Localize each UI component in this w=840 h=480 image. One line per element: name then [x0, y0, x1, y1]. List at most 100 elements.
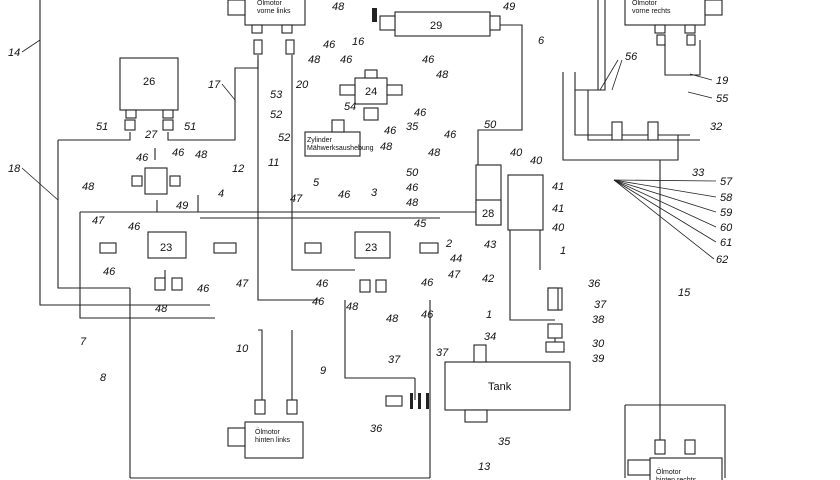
- callout-48-mid: 48: [380, 141, 393, 153]
- callout-12: 12: [232, 163, 244, 175]
- tank-label: Tank: [488, 381, 512, 393]
- callout-48-top-c: 48: [436, 69, 449, 81]
- callout-35: 35: [406, 121, 419, 133]
- callout-46-i: 46: [421, 309, 434, 321]
- callout-46-f: 46: [316, 278, 329, 290]
- callout-48-e: 48: [386, 313, 399, 325]
- callout-40-b: 40: [530, 155, 543, 167]
- callout-7: 7: [80, 336, 87, 348]
- valve-block-mid: 23: [304, 231, 439, 293]
- callout-46-e: 46: [197, 283, 210, 295]
- callout-27: 27: [144, 129, 158, 141]
- callout-57: 57: [720, 176, 733, 188]
- callout-39: 39: [592, 353, 604, 365]
- callout-46-g: 46: [312, 296, 325, 308]
- callout-41-b: 41: [552, 203, 564, 215]
- callout-48-d: 48: [346, 301, 359, 313]
- callout-37-a: 37: [594, 299, 607, 311]
- unit-26: 26: [119, 57, 179, 131]
- callout-60: 60: [720, 222, 733, 234]
- callout-1-a: 1: [560, 245, 566, 257]
- callout-numbers: 14 18 17 51 51 27 48 46 46 48 49 4 12 11…: [8, 1, 733, 473]
- callout-4: 4: [218, 188, 224, 200]
- callout-19: 19: [716, 75, 728, 87]
- callout-46-v: 46: [338, 189, 351, 201]
- callout-13: 13: [478, 461, 491, 473]
- callout-51-left: 51: [96, 121, 108, 133]
- callout-48-b: 48: [195, 149, 208, 161]
- callout-47-d: 47: [448, 269, 461, 281]
- callout-46-b: 46: [172, 147, 185, 159]
- callout-46-r: 46: [444, 129, 457, 141]
- callout-20: 20: [295, 79, 309, 91]
- callout-34: 34: [484, 331, 496, 343]
- callout-6: 6: [538, 35, 545, 47]
- callout-62: 62: [716, 254, 728, 266]
- valve-left-label: 23: [160, 242, 172, 254]
- callout-30: 30: [592, 338, 605, 350]
- callout-50-a: 50: [484, 119, 497, 131]
- callout-58: 58: [720, 192, 733, 204]
- callout-47-b: 47: [236, 278, 249, 290]
- callout-2: 2: [445, 238, 452, 250]
- unit-24-label: 24: [365, 86, 377, 98]
- callout-41-a: 41: [552, 181, 564, 193]
- callout-61: 61: [720, 237, 732, 249]
- valve-27: [131, 167, 181, 195]
- callout-32: 32: [710, 121, 722, 133]
- callout-48-r: 48: [428, 147, 441, 159]
- callout-47-c: 47: [290, 193, 303, 205]
- valve-block-left: 23: [99, 231, 237, 291]
- callout-47-a: 47: [92, 215, 105, 227]
- callout-54: 54: [344, 101, 356, 113]
- callout-46-h: 46: [421, 277, 434, 289]
- unit-28-label: 28: [482, 208, 494, 220]
- callout-10: 10: [236, 343, 249, 355]
- callout-46-top-a: 46: [323, 39, 336, 51]
- callout-46-s: 46: [406, 182, 419, 194]
- callout-48-s: 48: [406, 197, 419, 209]
- callout-15: 15: [678, 287, 691, 299]
- callout-3: 3: [371, 187, 378, 199]
- callout-14: 14: [8, 47, 20, 59]
- callout-52-a: 52: [270, 109, 282, 121]
- callout-35-b: 35: [498, 436, 511, 448]
- callout-46-a: 46: [136, 152, 149, 164]
- callout-50-b: 50: [406, 167, 419, 179]
- callout-11: 11: [268, 157, 279, 169]
- callout-49-a: 49: [176, 200, 188, 212]
- callout-52-b: 52: [278, 132, 290, 144]
- callout-37-b: 37: [388, 354, 401, 366]
- callout-43: 43: [484, 239, 497, 251]
- callout-46-top-b: 46: [340, 54, 353, 66]
- callout-59: 59: [720, 207, 732, 219]
- callout-46-c: 46: [128, 221, 141, 233]
- callout-40-c: 40: [552, 222, 565, 234]
- callout-48-a: 48: [82, 181, 95, 193]
- callout-40-a: 40: [510, 147, 523, 159]
- pipe-clamps: [611, 121, 659, 141]
- valve-mid-label: 23: [365, 242, 377, 254]
- unit-29: 29: [372, 8, 501, 37]
- callout-1-b: 1: [486, 309, 492, 321]
- callout-48-c: 48: [155, 303, 168, 315]
- callout-53: 53: [270, 89, 283, 101]
- callout-46-mid-a: 46: [414, 107, 427, 119]
- callout-48-top: 48: [332, 1, 345, 13]
- callout-48-top-b: 48: [308, 54, 321, 66]
- callout-46-d: 46: [103, 266, 116, 278]
- callout-56: 56: [625, 51, 638, 63]
- callout-38: 38: [592, 314, 605, 326]
- callout-37-c: 37: [436, 347, 449, 359]
- callout-17: 17: [208, 79, 221, 91]
- callout-51-right: 51: [184, 121, 196, 133]
- callout-46-mid-b: 46: [384, 125, 397, 137]
